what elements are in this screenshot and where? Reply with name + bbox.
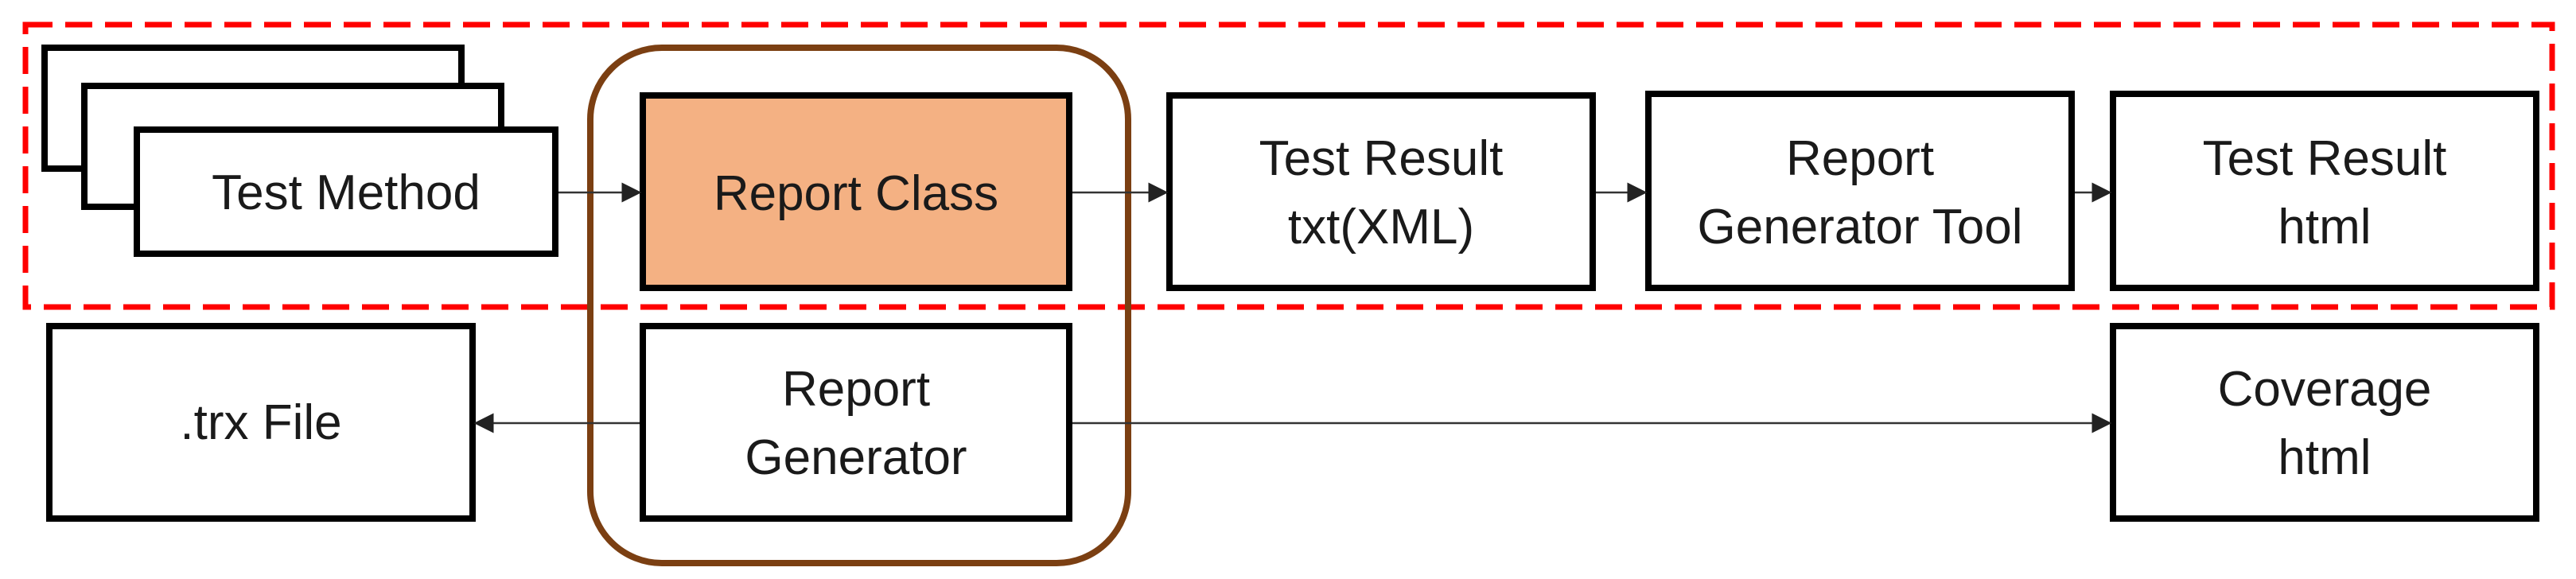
report-generator-tool-label-line1: Report <box>1786 131 1934 186</box>
dashed-test-pipeline-region <box>22 21 2555 310</box>
test-method-label: Test Method <box>212 165 481 220</box>
trx-file-label: .trx File <box>180 395 341 450</box>
test-result-html-label-line2: html <box>2278 200 2371 255</box>
coverage-html-label-line2: html <box>2278 430 2371 485</box>
test-method-node[interactable]: Test Method <box>134 126 558 257</box>
report-generator-node[interactable]: Report Generator <box>640 323 1072 522</box>
coverage-html-label-line1: Coverage <box>2218 362 2432 417</box>
test-result-txt-label-line2: txt(XML) <box>1288 200 1474 255</box>
test-result-txt-label-line1: Test Result <box>1259 131 1504 186</box>
report-class-label: Report Class <box>714 166 998 221</box>
report-generator-label-line2: Generator <box>745 430 967 485</box>
report-generator-tool-node[interactable]: Report Generator Tool <box>1645 91 2075 291</box>
report-group-outline <box>587 45 1131 566</box>
coverage-html-node[interactable]: Coverage html <box>2110 323 2539 522</box>
test-method-stack: Test Method <box>41 45 558 257</box>
test-result-html-node[interactable]: Test Result html <box>2110 91 2539 291</box>
report-generator-tool-label-line2: Generator Tool <box>1698 200 2023 255</box>
report-class-node[interactable]: Report Class <box>640 92 1072 291</box>
test-result-txt-node[interactable]: Test Result txt(XML) <box>1166 92 1596 291</box>
test-result-html-label-line1: Test Result <box>2203 131 2447 186</box>
report-generator-label-line1: Report <box>782 362 930 417</box>
trx-file-node[interactable]: .trx File <box>46 323 476 522</box>
